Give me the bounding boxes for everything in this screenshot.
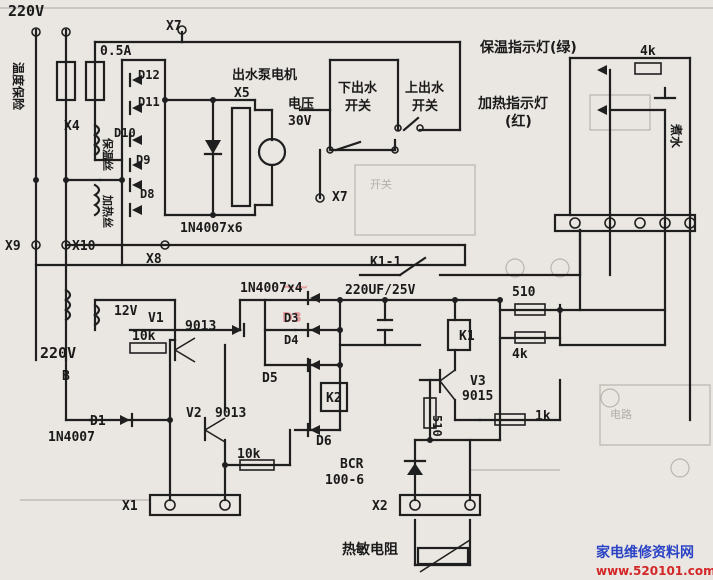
label-d10: D10 [114, 126, 136, 140]
red-overlay: ~~ D3 [282, 277, 309, 326]
fuses [55, 60, 106, 102]
label-pump-motor: 出水泵电机 [232, 67, 297, 83]
label-heat-wire: 加热丝 [101, 194, 115, 228]
label-12v: 12V [114, 304, 138, 319]
label-heat-led-color: (红) [505, 113, 532, 130]
watermark: 家电维修资料网 www.520101.com [596, 544, 713, 578]
label-x7-top: X7 [166, 19, 182, 34]
label-lower-outlet: 下出水 [338, 80, 378, 96]
label-x8: X8 [146, 252, 162, 267]
label-b: B [62, 369, 70, 384]
label-upper-switch: 开关 [412, 98, 438, 114]
label-upper-outlet: 上出水 [405, 80, 445, 96]
wiring [34, 28, 692, 567]
label-10k-b: 10k [237, 447, 261, 462]
label-heat-led: 加热指示灯 [477, 95, 548, 112]
label-capacitor: 220UF/25V [345, 283, 416, 298]
label-warm-wire: 保温丝 [101, 137, 115, 171]
label-k1-1: K1-1 [370, 255, 401, 270]
label-voltage: 电压 [288, 96, 314, 112]
label-warm-led: 保温指示灯(绿) [479, 39, 577, 56]
label-d11: D11 [138, 95, 160, 109]
label-d8: D8 [140, 187, 154, 201]
label-x10: X10 [72, 239, 96, 254]
background-ghost: 开关 电路 [0, 7, 713, 501]
label-30v: 30V [288, 114, 312, 129]
label-220v-bottom: 220V [40, 344, 76, 362]
label-x2: X2 [372, 499, 388, 514]
label-v3: V3 [470, 374, 486, 389]
resistors [129, 62, 662, 573]
label-x5: X5 [234, 86, 250, 101]
svg-text:D3: D3 [282, 311, 302, 326]
label-k1-coil: K1 [459, 329, 475, 344]
label-d4: D4 [284, 333, 298, 347]
label-boil: 煮水 [669, 123, 684, 149]
label-bcr-type: 100-6 [325, 473, 364, 488]
label-d12: D12 [138, 68, 160, 82]
label-lower-switch: 开关 [345, 98, 371, 114]
label-1n4007x6: 1N4007x6 [180, 221, 243, 236]
label-10k-a: 10k [132, 329, 156, 344]
label-d1: D1 [90, 414, 106, 429]
label-d6: D6 [316, 434, 332, 449]
label-510-bottom: 510 [430, 415, 444, 437]
label-v1: V1 [148, 311, 164, 326]
label-1n4007x4: 1N4007x4 [240, 281, 303, 296]
watermark-title: 家电维修资料网 [596, 544, 694, 561]
label-v3-type: 9015 [462, 389, 493, 404]
label-thermistor: 热敏电阻 [342, 541, 398, 558]
svg-text:~~: ~~ [282, 277, 309, 296]
label-v1-type: 9013 [185, 319, 216, 334]
svg-text:开关: 开关 [370, 177, 392, 191]
label-x9: X9 [5, 239, 21, 254]
label-k2: K2 [326, 391, 342, 406]
label-fuse: 0.5A [100, 44, 131, 59]
label-bcr: BCR [340, 457, 364, 472]
labels: 220V X7 0.5A D12 D11 D10 D9 D8 X4 温度保险 保… [5, 2, 684, 558]
label-d9: D9 [136, 153, 150, 167]
label-d5: D5 [262, 371, 278, 386]
coils [63, 123, 101, 327]
label-510-top: 510 [512, 285, 536, 300]
label-x4: X4 [64, 119, 80, 134]
label-220v-top: 220V [8, 2, 44, 20]
label-v2-type: 9013 [215, 406, 246, 421]
svg-text:电路: 电路 [610, 408, 632, 421]
label-temp-fuse: 温度保险 [11, 62, 26, 111]
diodes [120, 72, 427, 475]
nodes [31, 25, 563, 468]
label-x7-bottom: X7 [332, 190, 348, 205]
label-4k-top: 4k [640, 44, 656, 59]
label-d3: D3 [284, 311, 298, 325]
components [173, 65, 677, 443]
label-1k: 1k [535, 409, 551, 424]
label-4k: 4k [512, 347, 528, 362]
terminal-blocks [148, 213, 697, 517]
label-d1-type: 1N4007 [48, 430, 95, 445]
label-x1: X1 [122, 499, 138, 514]
label-v2: V2 [186, 406, 202, 421]
watermark-url: www.520101.com [596, 564, 713, 578]
